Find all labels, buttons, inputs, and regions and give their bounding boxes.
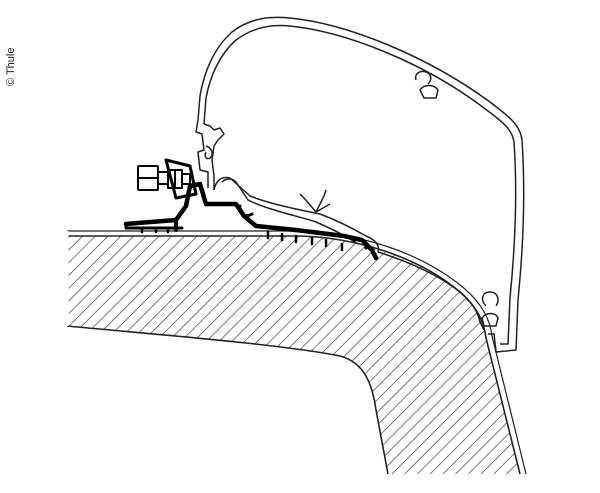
mounting-bolt — [137, 158, 198, 200]
vehicle-roof-section — [65, 230, 527, 475]
adapter-rail — [123, 181, 379, 261]
awning-cassette-outline — [195, 16, 525, 353]
